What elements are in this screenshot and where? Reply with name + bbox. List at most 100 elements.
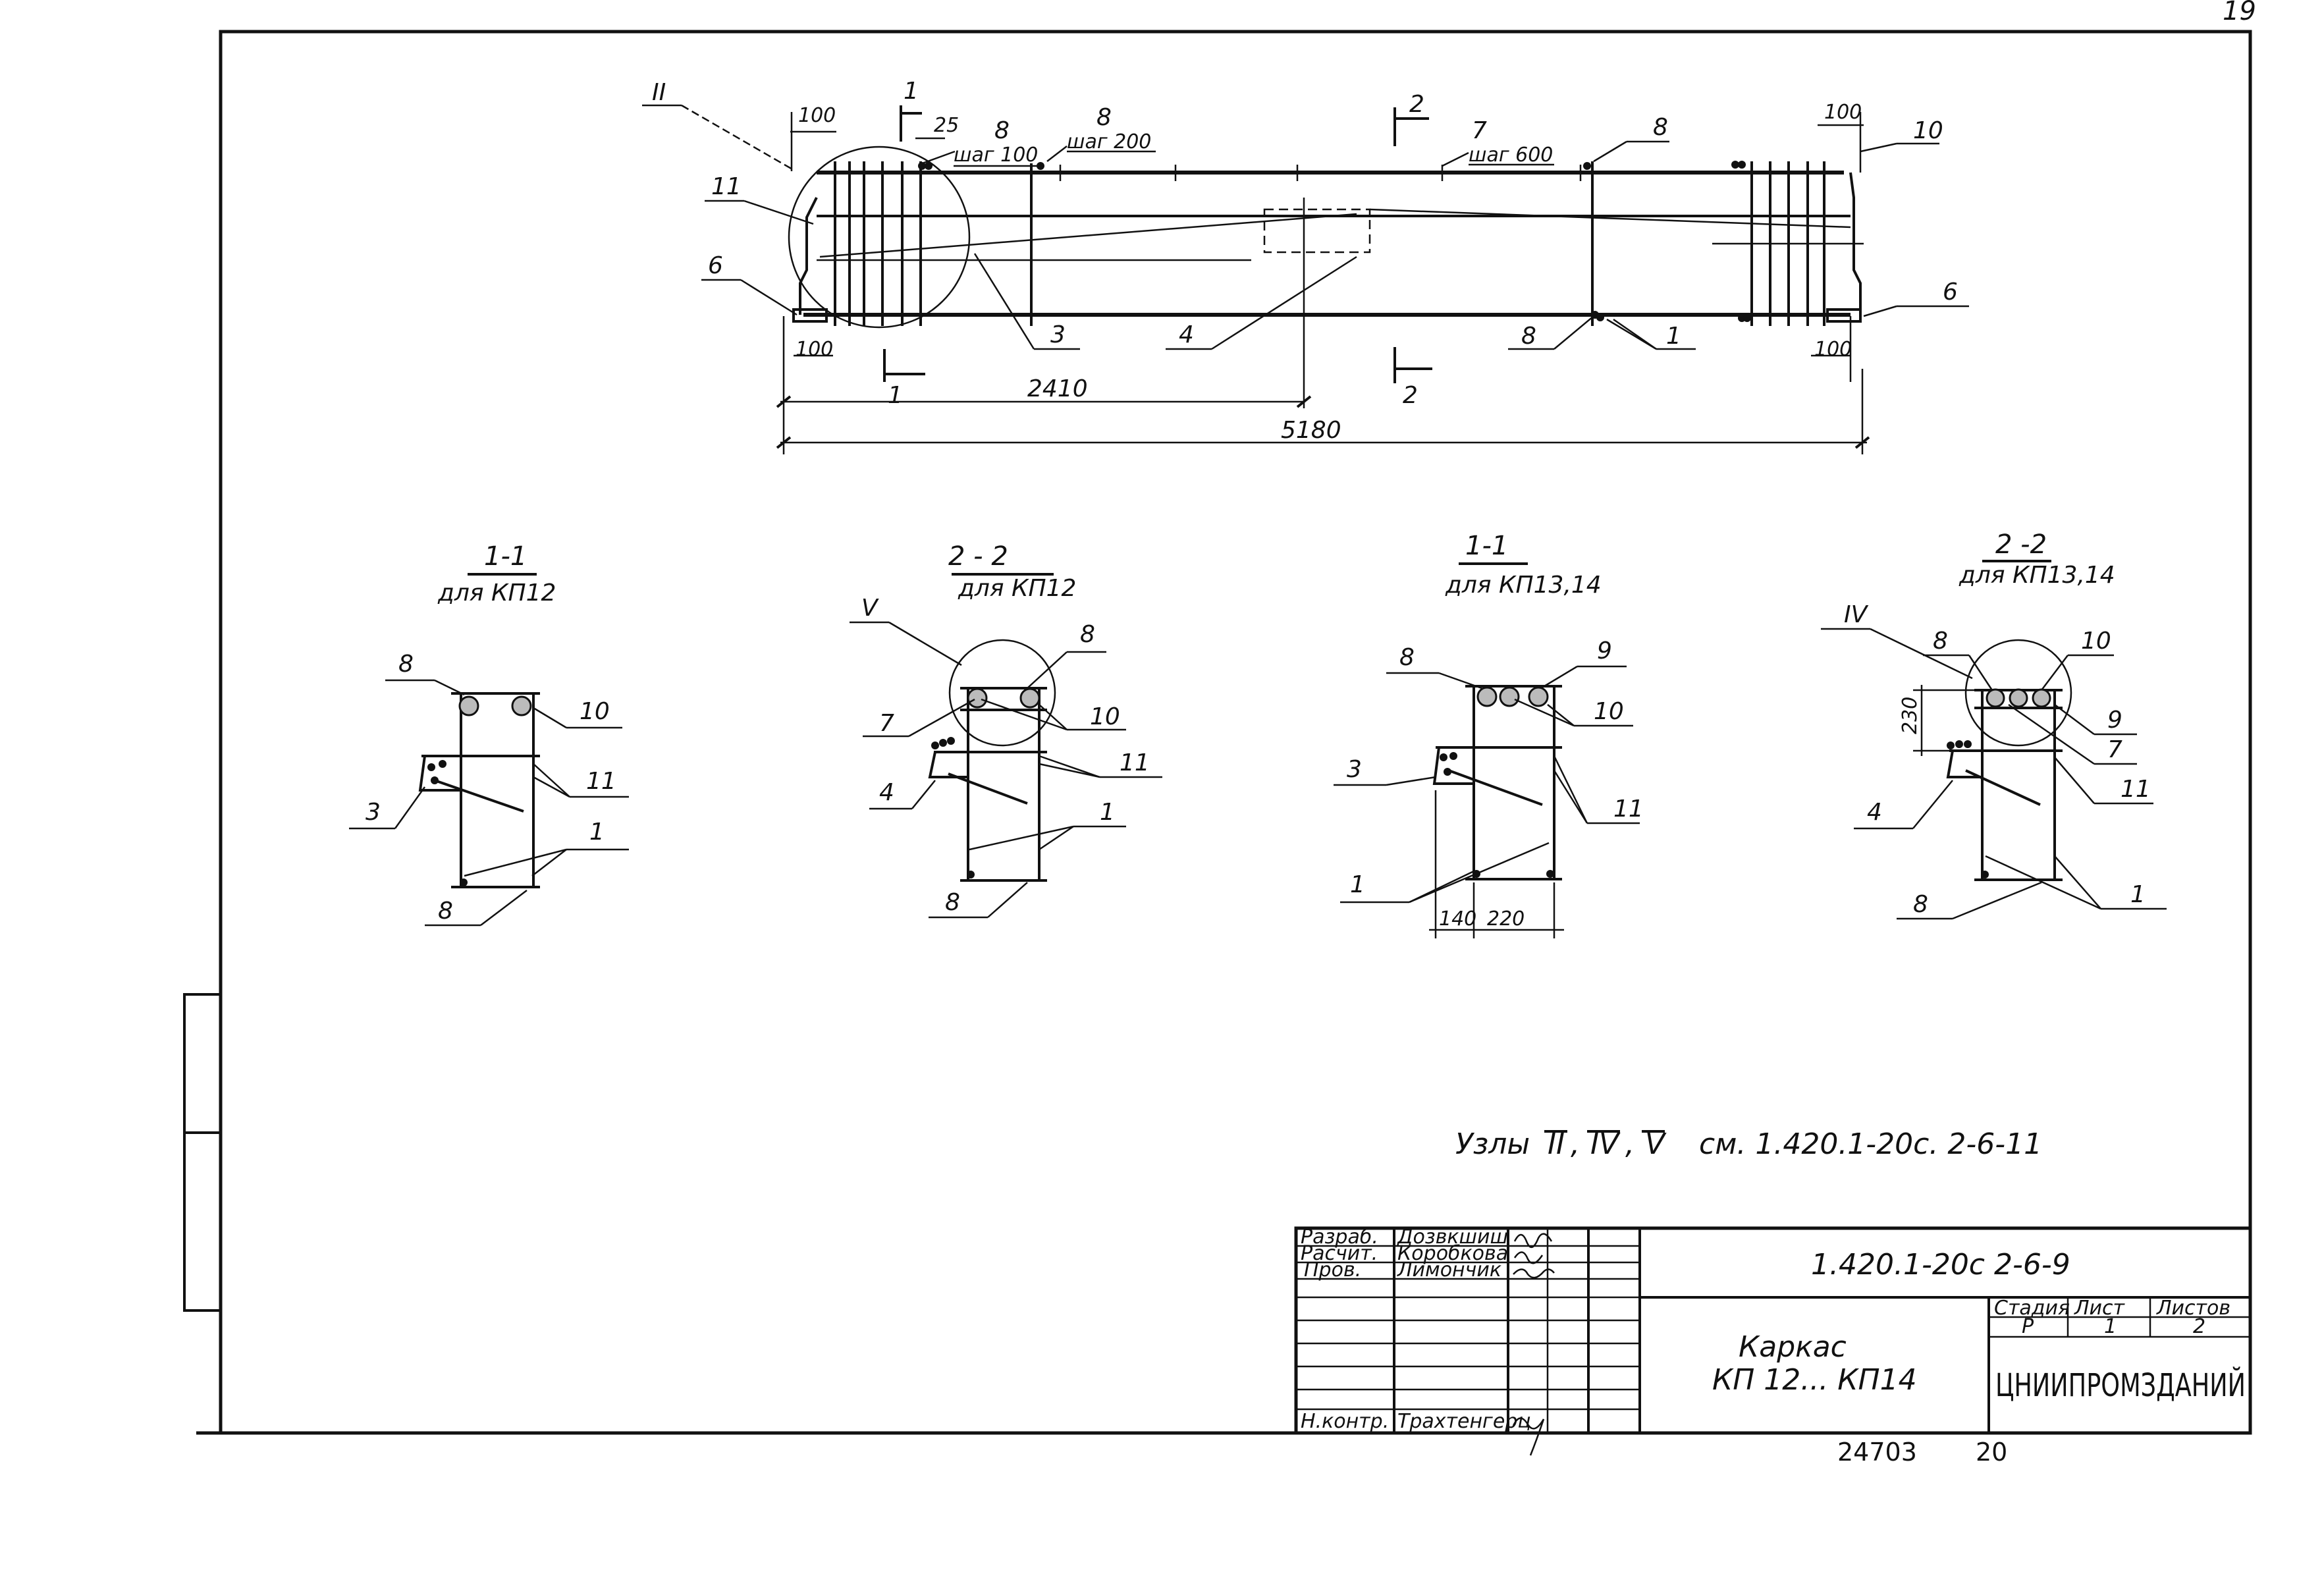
section-title: 1-1 bbox=[1465, 531, 1508, 561]
label: 1 bbox=[1100, 799, 1115, 826]
signature-4 bbox=[1512, 1417, 1545, 1456]
frame bbox=[183, 30, 2252, 1435]
section-1-1-kp13-14: 1-1 для КП13,14 8 9 10 3 11 1 bbox=[1334, 531, 1644, 938]
label: 8 bbox=[945, 889, 960, 916]
callout-6-left: 6 bbox=[708, 252, 723, 279]
label: 9 bbox=[1597, 637, 1612, 664]
callout-1b: 1 bbox=[1666, 323, 1681, 350]
note-node-2: II bbox=[1548, 1127, 1565, 1161]
label: 8 bbox=[1399, 644, 1415, 671]
callouts: II 11 6 8 шаг 100 8 шаг 200 7 шаг 600 8 bbox=[642, 79, 1969, 350]
callout-4: 4 bbox=[1179, 321, 1194, 348]
title-line-2: КП 12... КП14 bbox=[1712, 1363, 1917, 1397]
label: 10 bbox=[2081, 628, 2111, 655]
label: 3 bbox=[1347, 756, 1362, 783]
signature-2 bbox=[1513, 1251, 1544, 1264]
dim-220: 220 bbox=[1487, 907, 1525, 931]
name-developer: Дозвкшиш bbox=[1396, 1226, 1508, 1249]
dim-5180: 5180 bbox=[1281, 417, 1341, 444]
section-title: 2 - 2 bbox=[948, 541, 1008, 572]
node-iv: IV bbox=[1844, 601, 1869, 628]
footer-number: 20 bbox=[1976, 1438, 2007, 1467]
section-2-2-kp13-14: 2 -2 для КП13,14 IV 8 10 9 7 11 bbox=[1821, 529, 2167, 920]
section-subtitle: для КП12 bbox=[958, 575, 1076, 602]
dim-100-tr: 100 bbox=[1824, 101, 1862, 124]
sheet-header: Лист bbox=[2074, 1297, 2126, 1320]
label: 8 bbox=[1913, 891, 1928, 918]
label: 11 bbox=[2121, 776, 2151, 803]
sheet-value: 1 bbox=[2104, 1315, 2117, 1338]
pitch-200: шаг 200 bbox=[1067, 130, 1151, 153]
signature-1 bbox=[1513, 1233, 1553, 1248]
left-stirrups bbox=[834, 161, 1033, 326]
dim-2410: 2410 bbox=[1027, 375, 1088, 402]
node-v: V bbox=[861, 595, 879, 622]
label: 8 bbox=[1080, 621, 1095, 648]
section-title: 1-1 bbox=[484, 541, 527, 572]
section-1-bottom: 1 bbox=[888, 382, 903, 409]
label: 3 bbox=[365, 799, 381, 826]
note-node-5: V bbox=[1645, 1127, 1667, 1161]
callout-10: 10 bbox=[1913, 117, 1943, 144]
pitch-100: шаг 100 bbox=[954, 144, 1038, 167]
dim-100-tl: 100 bbox=[798, 104, 836, 127]
label: 9 bbox=[2107, 707, 2122, 734]
page-number: 19 bbox=[2223, 0, 2256, 26]
label: 11 bbox=[586, 768, 616, 795]
role-norm-control: Н.контр. bbox=[1301, 1410, 1389, 1433]
note-sep-2: , bbox=[1625, 1127, 1635, 1161]
label: 1 bbox=[589, 819, 605, 846]
section-2-2-kp12: 2 - 2 для КП12 V 8 7 10 11 4 bbox=[850, 541, 1162, 919]
callout-11: 11 bbox=[711, 173, 742, 200]
role-calculated: Расчит. bbox=[1301, 1242, 1378, 1265]
section-1-top: 1 bbox=[904, 78, 919, 105]
section-subtitle: для КП13,14 bbox=[1445, 572, 1602, 599]
callout-8a: 8 bbox=[994, 117, 1010, 144]
label: 1 bbox=[1350, 871, 1365, 898]
callout-7: 7 bbox=[1472, 117, 1487, 144]
label: 4 bbox=[1867, 799, 1882, 826]
section-1-1-kp12: 1-1 для КП12 8 10 11 3 1 8 bbox=[349, 541, 629, 927]
section-mark-1: 1 1 bbox=[883, 78, 925, 409]
callout-3: 3 bbox=[1050, 321, 1066, 348]
label: 11 bbox=[1613, 796, 1644, 823]
title-block: Разраб. Дозвкшиш Расчит. Коробкова Пров.… bbox=[1294, 1226, 2252, 1456]
label: 7 bbox=[879, 710, 894, 737]
label: 4 bbox=[879, 779, 894, 806]
note-sep-1: , bbox=[1571, 1127, 1580, 1161]
section-subtitle: для КП12 bbox=[437, 580, 556, 607]
section-title: 2 -2 bbox=[1995, 529, 2047, 560]
callout-node-ii: II bbox=[652, 79, 666, 106]
name-norm-control: Трахтенгерц bbox=[1397, 1410, 1531, 1433]
signature-3 bbox=[1513, 1268, 1555, 1279]
callout-6-right: 6 bbox=[1943, 279, 1958, 306]
dim-140: 140 bbox=[1439, 907, 1476, 931]
label: 10 bbox=[580, 698, 610, 725]
dimensions: 100 25 100 100 100 2410 5180 bbox=[776, 101, 1870, 454]
title-line-1: Каркас bbox=[1739, 1330, 1847, 1364]
section-2-bottom: 2 bbox=[1403, 382, 1418, 409]
main-elevation: 1 1 2 2 II 11 6 8 шаг 100 bbox=[642, 78, 1969, 454]
nodes-note: Узлы II , IV , V см. 1.420.1-20с. 2-6-11 bbox=[1455, 1127, 2042, 1161]
dim-100-bl: 100 bbox=[796, 338, 833, 361]
label: 10 bbox=[1090, 703, 1120, 730]
note-node-4: IV bbox=[1590, 1127, 1621, 1161]
role-checked: Пров. bbox=[1304, 1258, 1361, 1282]
pitch-600: шаг 600 bbox=[1469, 144, 1553, 167]
name-checked: Лимончик bbox=[1397, 1258, 1501, 1282]
role-developer: Разраб. bbox=[1301, 1226, 1378, 1249]
organization: ЦНИИПРОМЗДАНИЙ bbox=[1995, 1366, 2246, 1404]
sheets-header: Листов bbox=[2156, 1297, 2230, 1320]
stage-header: Стадия bbox=[1994, 1297, 2070, 1320]
inventory-number: 24703 bbox=[1837, 1438, 1917, 1467]
callout-8b: 8 bbox=[1096, 104, 1112, 131]
label: 1 bbox=[2130, 881, 2146, 908]
section-subtitle: для КП13,14 bbox=[1959, 562, 2115, 589]
label: 7 bbox=[2107, 736, 2122, 763]
right-stirrups bbox=[1591, 161, 1825, 326]
label: 8 bbox=[398, 651, 414, 678]
section-mark-2: 2 2 bbox=[1393, 91, 1432, 409]
name-calculated: Коробкова bbox=[1397, 1242, 1508, 1265]
doc-code: 1.420.1-20с 2-6-9 bbox=[1811, 1248, 2070, 1282]
